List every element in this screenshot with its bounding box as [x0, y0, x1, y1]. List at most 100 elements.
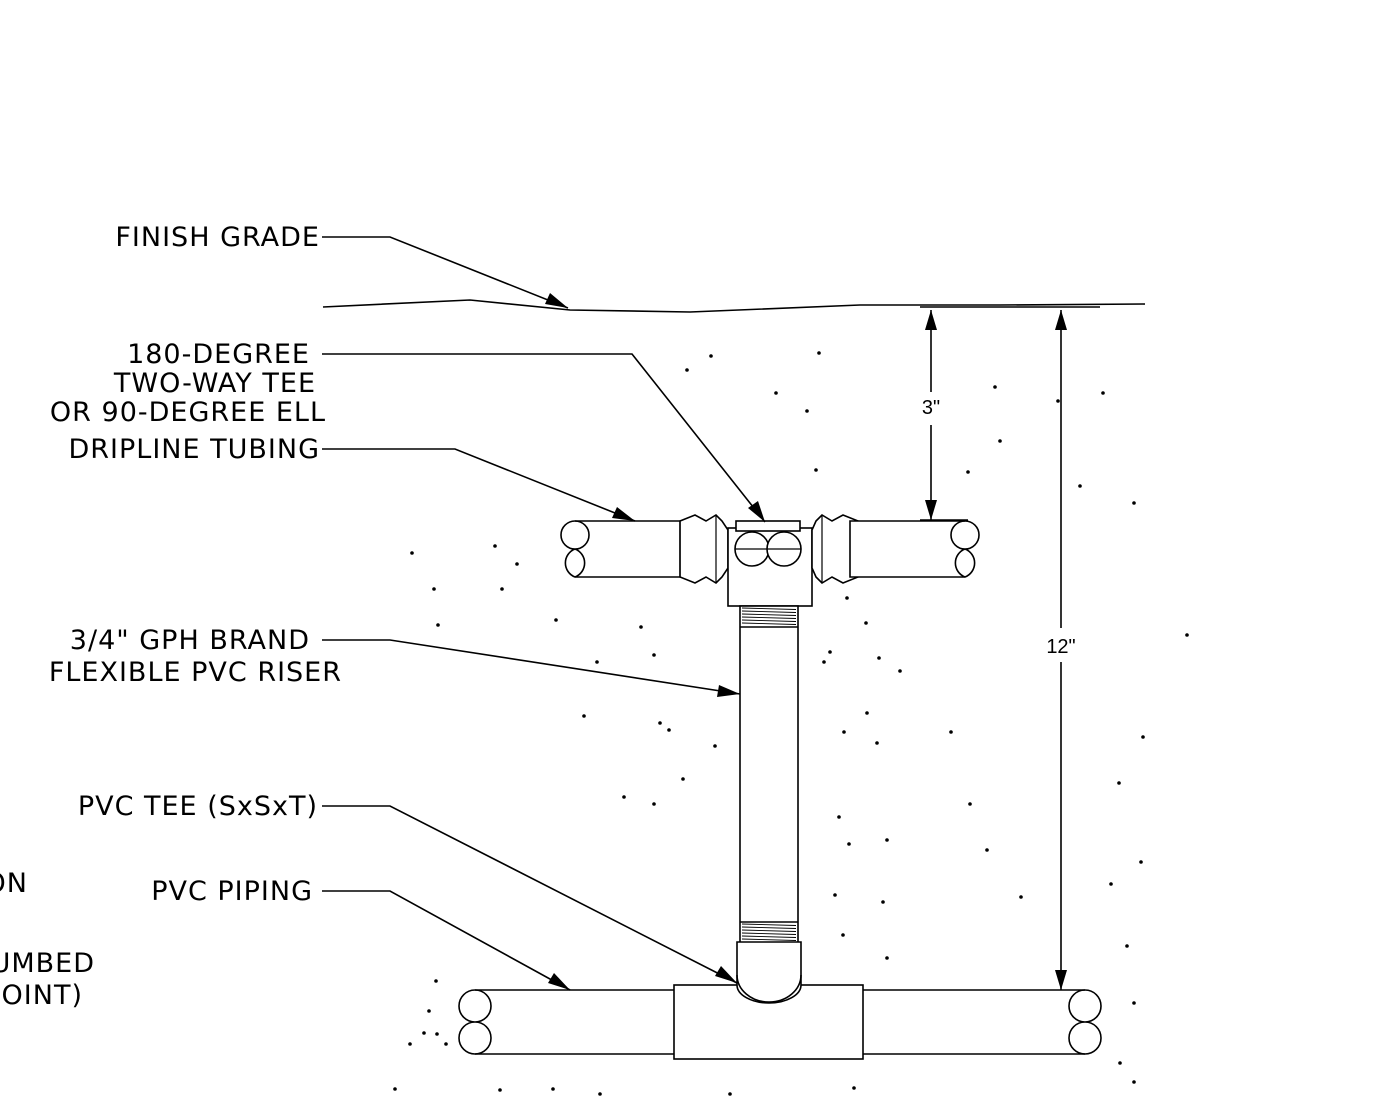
- soil-speckle: [841, 933, 845, 937]
- soil-speckle: [598, 1092, 602, 1096]
- soil-speckle: [1019, 895, 1023, 899]
- soil-speckle: [1101, 391, 1105, 395]
- thread-line: [741, 929, 797, 932]
- thread-line: [741, 610, 797, 613]
- soil-speckle: [1056, 399, 1060, 403]
- soil-speckle: [410, 551, 414, 555]
- soil-speckle: [652, 802, 656, 806]
- soil-speckle: [1125, 944, 1129, 948]
- soil-speckle: [885, 838, 889, 842]
- soil-speckle: [444, 1042, 448, 1046]
- soil-speckle: [833, 893, 837, 897]
- soil-speckle: [852, 1086, 856, 1090]
- soil-speckle: [968, 802, 972, 806]
- label-tee-line2: TWO-WAY TEE: [113, 368, 316, 399]
- label-dripline: DRIPLINE TUBING: [68, 434, 320, 465]
- label-tee-line3: OR 90-DEGREE ELL: [50, 397, 326, 428]
- soil-speckle: [949, 730, 953, 734]
- label-riser-line2: FLEXIBLE PVC RISER: [49, 657, 342, 688]
- soil-speckle: [822, 660, 826, 664]
- soil-speckle: [427, 1009, 431, 1013]
- thread-line: [741, 923, 797, 926]
- label-cut-point: POINT): [0, 980, 83, 1011]
- soil-speckle: [966, 470, 970, 474]
- dripline-right-tube: [849, 520, 980, 578]
- soil-speckle: [817, 351, 821, 355]
- soil-speckle: [885, 956, 889, 960]
- riser-threads-top: [741, 607, 797, 625]
- riser-threads-bottom: [741, 923, 797, 941]
- soil-speckle: [1109, 882, 1113, 886]
- soil-speckle: [985, 848, 989, 852]
- dim-12in-text: 12": [1046, 636, 1075, 658]
- dimension-3in: 3": [920, 310, 968, 521]
- soil-speckle: [554, 618, 558, 622]
- soil-speckle: [881, 900, 885, 904]
- dimension-12in: 12": [1046, 310, 1076, 990]
- label-cut-umbed: UMBED: [0, 948, 95, 979]
- label-riser-line1: 3/4" GPH BRAND: [70, 625, 310, 656]
- pvc-tee-socket: [736, 941, 802, 1004]
- soil-speckle: [1132, 1001, 1136, 1005]
- soil-speckle: [658, 721, 662, 725]
- label-finish-grade: FINISH GRADE: [115, 222, 320, 253]
- soil-speckle: [847, 842, 851, 846]
- thread-line: [741, 926, 797, 929]
- thread-line: [741, 616, 797, 619]
- label-pvc-piping: PVC PIPING: [151, 876, 313, 907]
- soil-speckle: [408, 1042, 412, 1046]
- soil-speckle: [864, 621, 868, 625]
- soil-speckle: [842, 730, 846, 734]
- soil-speckle: [898, 669, 902, 673]
- upper-tee-assembly: [560, 513, 980, 607]
- soil-speckle: [681, 777, 685, 781]
- soil-speckle: [1139, 860, 1143, 864]
- soil-speckle: [667, 728, 671, 732]
- soil-speckle: [436, 623, 440, 627]
- soil-speckle: [498, 1088, 502, 1092]
- finish-grade-line: [322, 299, 1146, 313]
- soil-speckle: [493, 544, 497, 548]
- soil-speckle: [582, 714, 586, 718]
- soil-speckle: [774, 391, 778, 395]
- barb-fitting-right: [811, 513, 859, 585]
- dim-3in-text: 3": [922, 397, 940, 419]
- callout-labels: FINISH GRADE 180-DEGREE TWO-WAY TEE OR 9…: [0, 222, 342, 1011]
- soil-speckle: [500, 587, 504, 591]
- leader-lines: [322, 236, 766, 991]
- label-cut-on: ON: [0, 868, 28, 899]
- thread-line: [741, 622, 797, 625]
- pvc-pipe-left: [458, 989, 676, 1055]
- soil-speckle: [1132, 1080, 1136, 1084]
- soil-speckle: [1185, 633, 1189, 637]
- thread-line: [741, 935, 797, 938]
- thread-line: [741, 613, 797, 616]
- soil-speckle: [1117, 781, 1121, 785]
- soil-speckle: [877, 656, 881, 660]
- soil-speckle: [432, 587, 436, 591]
- soil-speckle: [551, 1087, 555, 1091]
- soil-speckle: [709, 354, 713, 358]
- soil-speckle: [435, 1032, 439, 1036]
- soil-speckle: [652, 653, 656, 657]
- soil-speckle: [998, 439, 1002, 443]
- soil-speckle: [685, 368, 689, 372]
- soil-speckle: [828, 650, 832, 654]
- soil-speckle: [595, 660, 599, 664]
- soil-speckle: [713, 744, 717, 748]
- soil-speckle: [1078, 484, 1082, 488]
- label-pvc-tee: PVC TEE (SxSxT): [78, 791, 318, 822]
- dripline-left-tube: [560, 520, 691, 578]
- thread-line: [741, 932, 797, 935]
- soil-speckle: [515, 562, 519, 566]
- soil-speckle: [393, 1087, 397, 1091]
- soil-speckle: [805, 409, 809, 413]
- soil-speckle: [1132, 501, 1136, 505]
- soil-speckle: [814, 468, 818, 472]
- thread-line: [741, 938, 797, 941]
- soil-speckles: [393, 351, 1189, 1096]
- soil-speckle: [434, 979, 438, 983]
- soil-speckle: [1141, 735, 1145, 739]
- soil-speckle: [865, 711, 869, 715]
